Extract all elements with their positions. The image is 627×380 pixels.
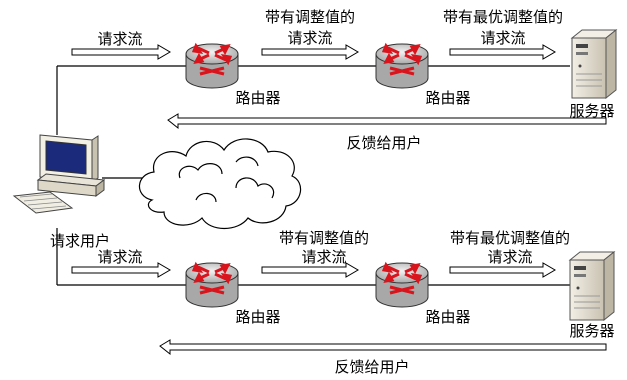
request-flow-arrow-bottom-1 <box>71 262 171 278</box>
request-flow-arrow-top-3 <box>449 44 556 60</box>
router-label: 路由器 <box>235 308 280 326</box>
server-icon <box>570 28 618 100</box>
router-icon <box>185 42 239 89</box>
optimal-value-label: 带有最优调整值的 <box>443 8 563 26</box>
router-label: 路由器 <box>425 308 470 326</box>
request-flow-arrow-top-2 <box>261 44 359 60</box>
router-icon <box>375 42 429 89</box>
request-flow-label: 请求流 <box>480 29 525 47</box>
request-flow-label: 请求流 <box>487 248 532 266</box>
router-icon <box>375 261 429 308</box>
server-label: 服务器 <box>569 102 614 120</box>
request-flow-label: 请求流 <box>97 30 142 48</box>
request-flow-arrow-bottom-2 <box>261 262 359 278</box>
request-flow-label: 请求流 <box>97 248 142 266</box>
user-computer-icon <box>12 134 106 214</box>
adjusted-value-label: 带有调整值的 <box>265 8 355 26</box>
adjusted-value-label: 带有调整值的 <box>279 229 369 247</box>
internet-cloud-icon <box>138 138 302 230</box>
request-flow-label: 请求流 <box>287 29 332 47</box>
request-flow-arrow-bottom-3 <box>449 262 556 278</box>
feedback-arrow-bottom <box>159 339 607 356</box>
request-flow-label: 请求流 <box>301 248 346 266</box>
server-label: 服务器 <box>569 322 614 340</box>
user-label: 请求用户 <box>50 232 110 250</box>
feedback-label: 反馈给用户 <box>334 358 409 376</box>
server-icon <box>568 250 616 322</box>
feedback-label: 反馈给用户 <box>346 134 421 152</box>
request-flow-arrow-top-1 <box>71 44 171 60</box>
connection-lines <box>56 65 570 286</box>
router-label: 路由器 <box>235 89 280 107</box>
router-label: 路由器 <box>425 89 470 107</box>
optimal-value-label: 带有最优调整值的 <box>450 229 570 247</box>
router-icon <box>185 261 239 308</box>
feedback-arrow-top <box>167 113 607 130</box>
